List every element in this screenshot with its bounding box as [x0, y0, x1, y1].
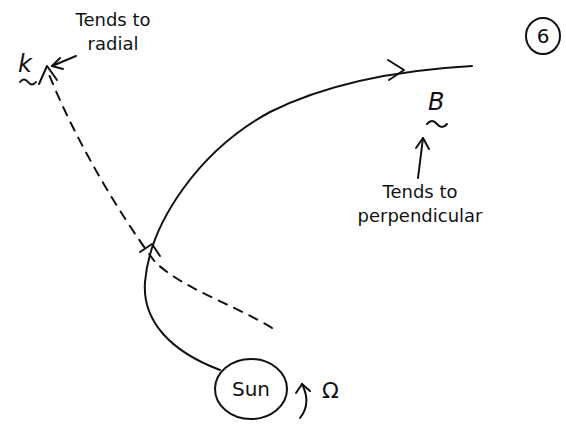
wave-vector-line — [48, 72, 272, 328]
rotation-symbol: Ω — [322, 376, 339, 406]
note-text: Tends to perpendicular — [345, 180, 495, 229]
note-text: Tends to radial — [66, 8, 160, 57]
callout-circle: 6 — [525, 17, 561, 55]
vector-tilde — [427, 121, 447, 127]
arrowhead — [52, 58, 63, 69]
node-text: 6 — [537, 24, 550, 48]
outline-ellipse — [526, 18, 560, 54]
sun-circle: Sun — [214, 358, 288, 420]
rotation-arrow — [300, 384, 306, 418]
outline-ellipse — [215, 359, 287, 419]
vector-tilde — [20, 80, 36, 85]
vector-symbol: B — [428, 86, 444, 118]
field-arrowhead — [388, 60, 404, 80]
node-text: Sun — [232, 377, 270, 401]
arrowhead — [39, 66, 57, 84]
arrowhead — [416, 138, 429, 149]
vector-symbol: k — [18, 48, 32, 80]
arrowhead — [296, 384, 310, 393]
